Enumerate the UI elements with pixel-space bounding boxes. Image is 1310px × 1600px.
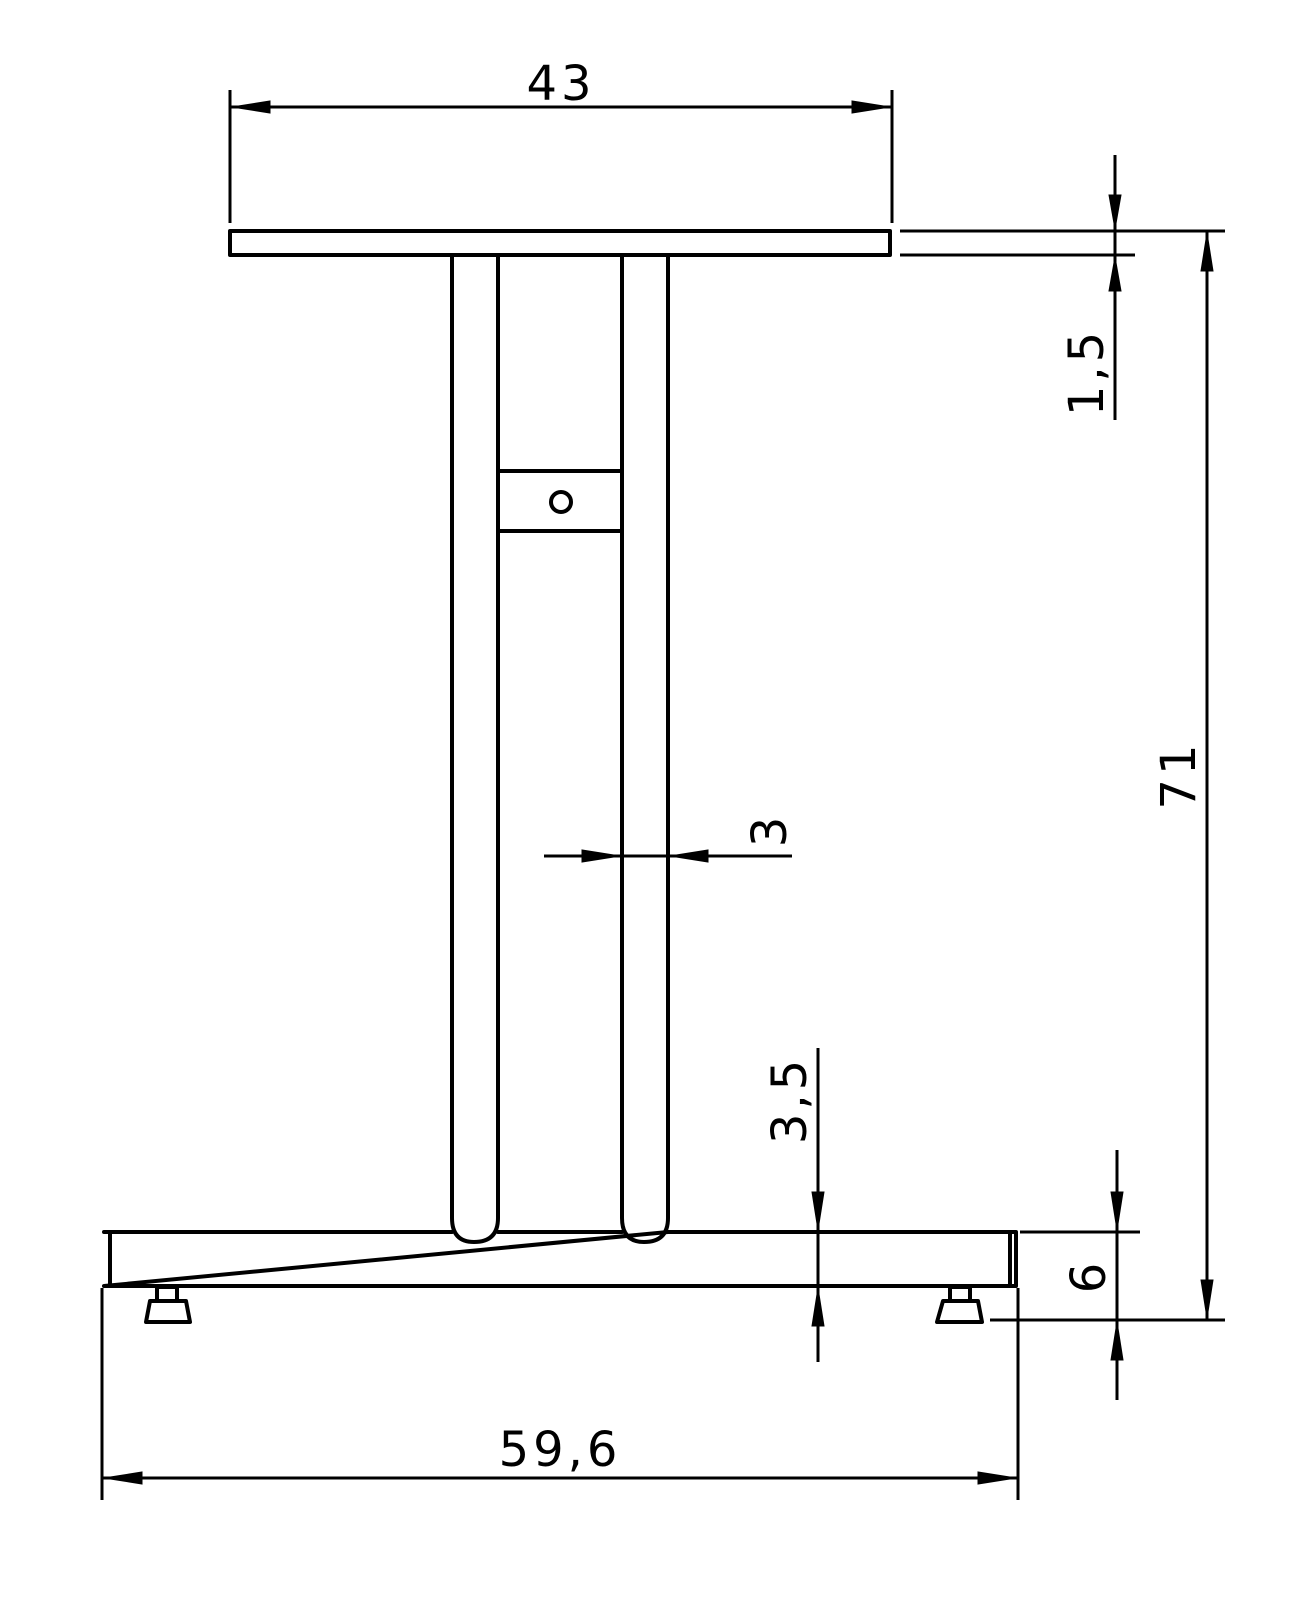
dimension-tube-width: 3: [544, 813, 798, 863]
dimension-label-glide-height: 6: [1061, 1259, 1117, 1294]
top-plate: [228, 229, 892, 257]
right-glide: [935, 1285, 984, 1324]
right-tube: [620, 255, 670, 1244]
dimension-label-top-width: 43: [526, 56, 595, 112]
dimension-top-width: 43: [228, 56, 894, 223]
bracket-hole: [549, 490, 573, 514]
dimension-label-overall-height: 71: [1151, 740, 1207, 809]
left-tube: [450, 255, 500, 1244]
dimension-glide-height: 6: [1020, 1150, 1140, 1400]
table-leg-part: [102, 229, 1018, 1324]
dimension-base-thickness: 3,5: [762, 1048, 825, 1362]
dimension-base-width: 59,6: [100, 1288, 1020, 1500]
left-glide: [144, 1285, 192, 1324]
dimension-top-thickness: 1,5: [900, 155, 1225, 420]
dimension-label-top-thickness: 1,5: [1059, 328, 1115, 416]
dimension-overall-height: 71: [990, 231, 1225, 1322]
dimension-label-tube-width: 3: [742, 813, 798, 848]
base-foot: [102, 1230, 1018, 1288]
dimension-label-base-width: 59,6: [499, 1422, 622, 1478]
cross-bracket: [496, 469, 624, 533]
dimension-label-base-thickness: 3,5: [762, 1056, 818, 1144]
